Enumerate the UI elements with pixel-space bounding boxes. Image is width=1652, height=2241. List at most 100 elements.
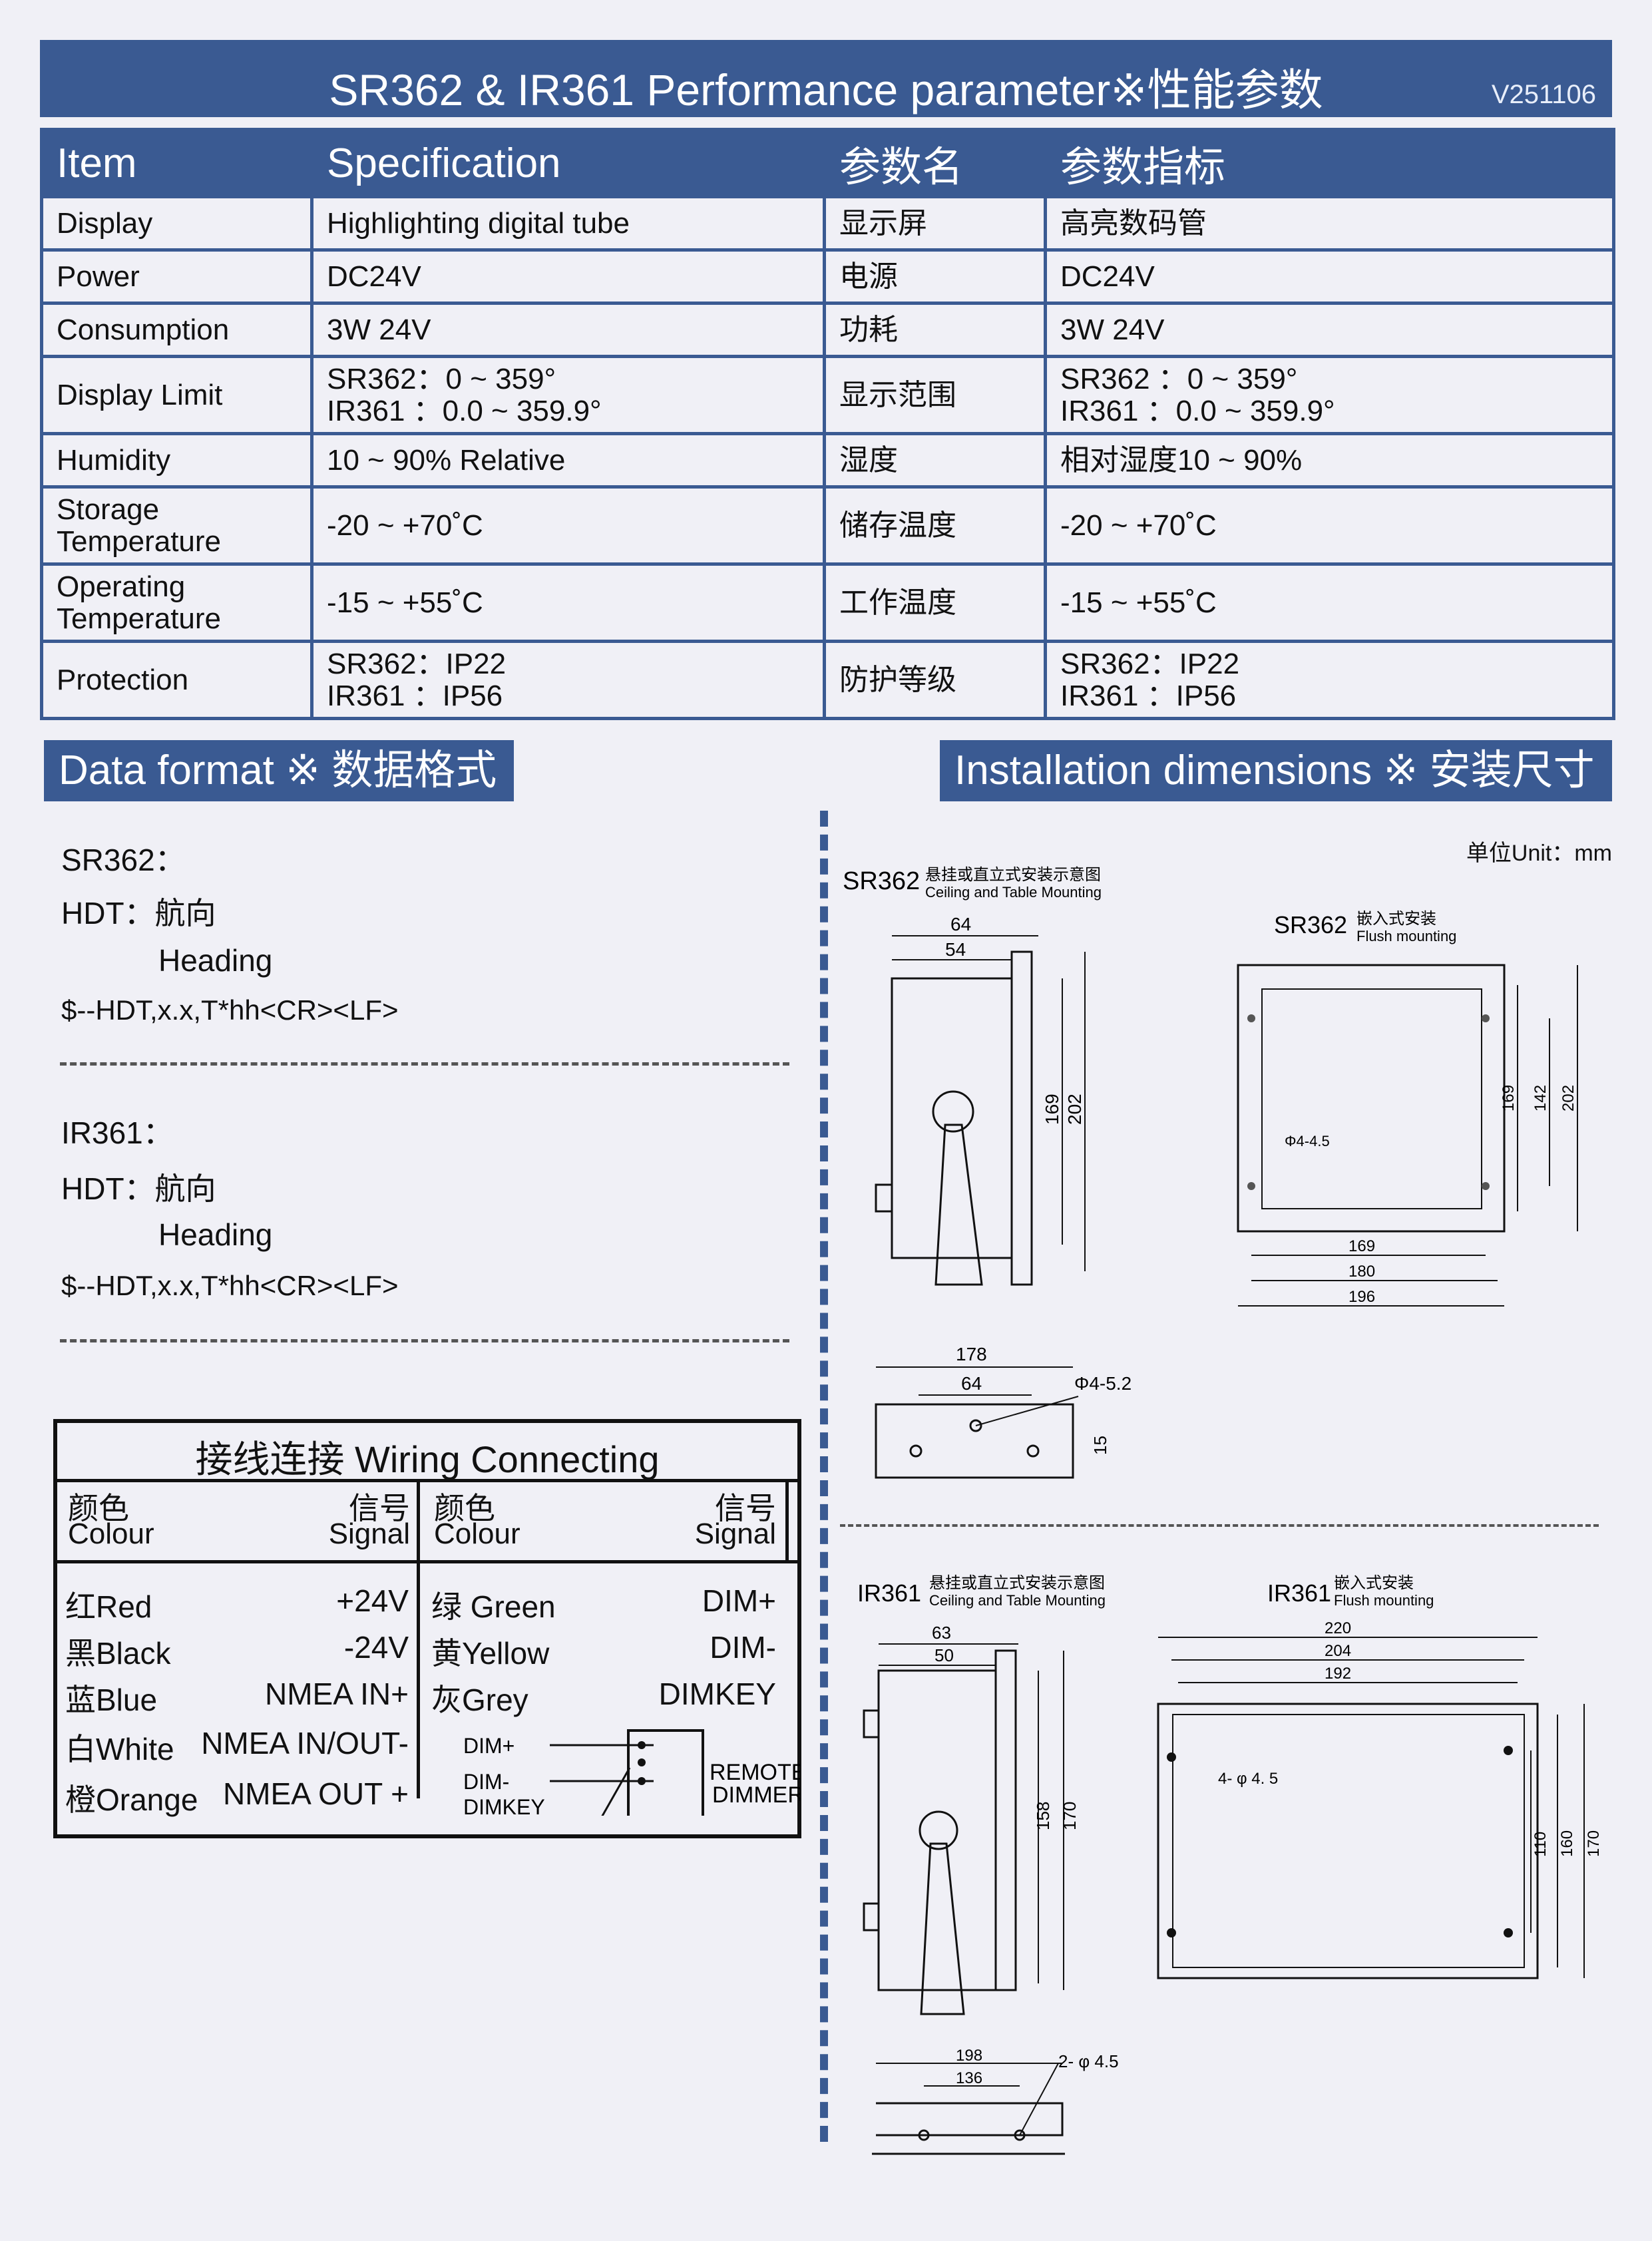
spec-cn-cell: DC24V bbox=[1044, 248, 1615, 305]
dimension-label: 50 bbox=[934, 1645, 954, 1665]
cell-line: Display Limit bbox=[57, 378, 223, 411]
column-header: Item bbox=[40, 128, 313, 198]
cell-line: 10 ~ 90% Relative bbox=[327, 443, 566, 477]
model-label: SR362 bbox=[843, 867, 920, 895]
vertical-separator bbox=[820, 811, 828, 2142]
dimension-label: 4- φ 4. 5 bbox=[1218, 1770, 1278, 1788]
wire-colour: 黄Yellow bbox=[431, 1636, 550, 1671]
dimension-label: 63 bbox=[932, 1623, 951, 1643]
drawing-title-cn: 悬挂或直立式安装示意图 bbox=[925, 866, 1101, 884]
dimension-label: 169 bbox=[1348, 1237, 1375, 1255]
divider bbox=[60, 1062, 789, 1066]
dimension-label: 169 bbox=[1042, 1094, 1062, 1125]
cell-line: IR361 ：IP56 bbox=[1060, 679, 1237, 712]
wire-signal: NMEA IN+ bbox=[264, 1677, 409, 1711]
model-label: SR362 bbox=[1274, 911, 1347, 938]
wiring-box: 接线连接 Wiring Connecting 颜色 Colour 信号 Sign… bbox=[53, 1419, 801, 1838]
item-cell: Humidity bbox=[40, 432, 313, 489]
signal-header-en: Signal bbox=[328, 1518, 410, 1550]
df-hdt: HDT：航向 bbox=[61, 1171, 216, 1206]
signal-header-cn: 信号 bbox=[715, 1491, 776, 1526]
spec-cell: -20 ~ +70˚C bbox=[310, 485, 826, 566]
cell-line: Protection bbox=[57, 663, 189, 696]
df-sentence: $--HDT,x.x,T*hh<CR><LF> bbox=[61, 1270, 399, 1301]
column-header: 参数名 bbox=[823, 128, 1047, 198]
wire-signal: +24V bbox=[336, 1583, 409, 1618]
drawing-title-en: Flush mounting bbox=[1334, 1592, 1434, 1609]
drawing-title-en: Flush mounting bbox=[1356, 928, 1456, 944]
wire-colour: 蓝Blue bbox=[65, 1683, 158, 1717]
wire-signal: DIMKEY bbox=[658, 1677, 776, 1711]
dimmer-label: DIMMER bbox=[712, 1782, 800, 1808]
unit-label: 单位Unit：mm bbox=[1466, 841, 1612, 866]
dimension-label: 64 bbox=[950, 914, 971, 934]
df-sentence: $--HDT,x.x,T*hh<CR><LF> bbox=[61, 994, 399, 1026]
dimension-label: 198 bbox=[956, 2047, 982, 2065]
rule bbox=[785, 1479, 789, 1560]
dimension-label: Φ4-5.2 bbox=[1074, 1373, 1132, 1394]
df-hdt: HDT：航向 bbox=[61, 896, 216, 930]
wire-colour: 黑Black bbox=[65, 1636, 171, 1671]
dimension-label: 142 bbox=[1532, 1085, 1549, 1112]
spec-cell: 10 ~ 90% Relative bbox=[310, 432, 826, 489]
cell-line: Humidity bbox=[57, 443, 171, 477]
wire-colour: 白White bbox=[65, 1732, 174, 1766]
table-header-row: Item Specification 参数名 参数指标 bbox=[40, 128, 1615, 198]
item-cell: Power bbox=[40, 248, 313, 305]
df-heading: Heading bbox=[158, 1217, 273, 1252]
dimension-label: 202 bbox=[1559, 1085, 1577, 1112]
spec-cn-cell: 3W 24V bbox=[1044, 302, 1615, 358]
rule bbox=[57, 1560, 797, 1563]
ir361-flush-drawing: IR361 嵌入式安装 Flush mounting 220 204 192 4… bbox=[1157, 1574, 1603, 1979]
dimension-label: Φ4-4.5 bbox=[1285, 1133, 1330, 1149]
wiring-title: 接线连接 Wiring Connecting bbox=[195, 1438, 660, 1480]
cell-line: DC24V bbox=[327, 260, 421, 293]
spec-cn-cell: 相对湿度10 ~ 90% bbox=[1044, 432, 1615, 489]
cell-line: -15 ~ +55˚C bbox=[1060, 586, 1217, 619]
drawing-title-cn: 悬挂或直立式安装示意图 bbox=[929, 1574, 1105, 1592]
name-cn-cell: 防护等级 bbox=[823, 640, 1047, 720]
cell-line: IR361 ：0.0 ~ 359.9° bbox=[327, 394, 602, 427]
column-header: 参数指标 bbox=[1044, 128, 1615, 198]
name-cn-cell: 工作温度 bbox=[823, 562, 1047, 643]
drawing-title-cn: 嵌入式安装 bbox=[1334, 1574, 1414, 1592]
colour-header-en: Colour bbox=[434, 1518, 520, 1550]
cell-line: 高亮数码管 bbox=[1060, 206, 1207, 240]
sr362-flush-drawing: SR362 嵌入式安装 Flush mounting Φ4-4.5 169 14… bbox=[1237, 910, 1578, 1307]
name-cn-cell: 显示屏 bbox=[823, 195, 1047, 252]
remote-dimmer-diagram: DIM+ DIM- DIMKEY REMOTE DIMMER bbox=[463, 1729, 800, 1816]
rule bbox=[57, 1479, 797, 1482]
spec-cell: -15 ~ +55˚C bbox=[310, 562, 826, 643]
cell-line: IR361 ：IP56 bbox=[327, 679, 503, 712]
page-title: SR362 & IR361 Performance parameter※性能参数 bbox=[329, 65, 1323, 114]
installation-heading: Installation dimensions ※ 安装尺寸 bbox=[940, 740, 1612, 801]
cell-line: 3W 24V bbox=[1060, 313, 1165, 346]
column-header: Specification bbox=[310, 128, 826, 198]
spec-cn-cell: 高亮数码管 bbox=[1044, 195, 1615, 252]
dimension-label: 170 bbox=[1060, 1802, 1080, 1830]
cell-line: SR362：IP22 bbox=[1060, 647, 1240, 680]
data-format-heading: Data format ※ 数据格式 bbox=[44, 740, 514, 801]
cell-line: Temperature bbox=[57, 602, 222, 635]
df-device: IR361： bbox=[61, 1116, 174, 1150]
ir361-side-drawing: IR361 悬挂或直立式安装示意图 Ceiling and Table Moun… bbox=[857, 1574, 1106, 2015]
df-device: SR362： bbox=[61, 843, 186, 877]
cell-line: 相对湿度10 ~ 90% bbox=[1060, 443, 1303, 477]
spec-cn-cell: -20 ~ +70˚C bbox=[1044, 485, 1615, 566]
dimension-label: 136 bbox=[956, 2069, 982, 2087]
item-cell: Display bbox=[40, 195, 313, 252]
dimension-label: 158 bbox=[1033, 1802, 1053, 1830]
item-cell: Consumption bbox=[40, 302, 313, 358]
wire-colour: 绿 Green bbox=[431, 1589, 556, 1624]
